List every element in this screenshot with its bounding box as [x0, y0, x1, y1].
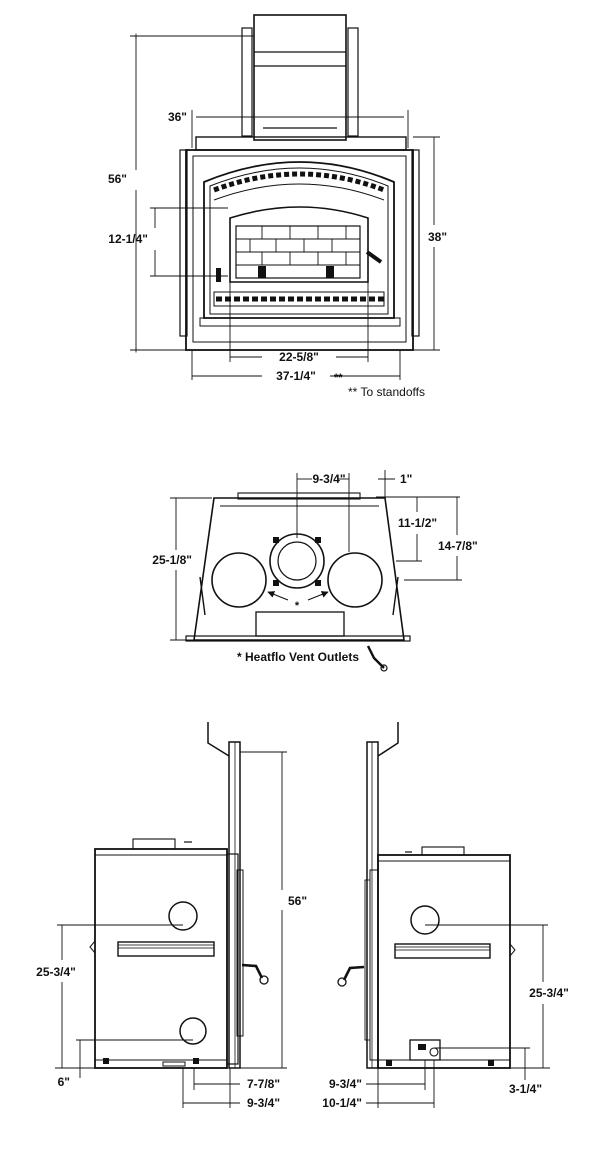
left-vent-lower: [179, 1017, 207, 1045]
front-dimensions: [130, 33, 440, 380]
front-standoff-note: ** To standoffs: [348, 385, 425, 399]
front-width-overall-label: 37-1/4": [276, 369, 316, 383]
top-depth-to-flue-label: 14-7/8": [438, 539, 478, 553]
left-height-overall-label: 56": [288, 894, 307, 908]
right-side-view: [337, 722, 516, 1069]
top-outlet-note: * Heatflo Vent Outlets: [237, 650, 359, 664]
right-flue: [366, 741, 379, 1069]
top-body: [193, 497, 405, 641]
left-depth-b-label: 9-3/4": [247, 1096, 280, 1110]
front-opening-width-label: 22-5/8": [279, 350, 319, 364]
front-opening: [229, 206, 369, 283]
right-body: [377, 854, 511, 1069]
front-top-width-label: 36": [168, 110, 187, 124]
left-dimensions: [55, 751, 287, 1108]
right-dimensions: [366, 924, 550, 1108]
front-body: [185, 149, 414, 351]
top-dimensions: [170, 470, 462, 641]
top-outlet-mark: *: [295, 600, 300, 612]
top-flue-offset-label: 9-3/4": [312, 472, 345, 486]
top-flue-to-back-label: 11-1/2": [398, 516, 437, 530]
front-view: [179, 14, 420, 351]
right-depth-a-label: 9-3/4": [329, 1077, 362, 1091]
left-body: [94, 848, 228, 1069]
front-flue: [253, 14, 347, 141]
front-width-overall-mark: **: [334, 372, 343, 384]
right-vent-upper: [410, 905, 440, 935]
front-door-frame: [203, 161, 395, 319]
top-view: [185, 492, 411, 672]
top-overall-depth-label: 25-1/8": [152, 553, 192, 567]
front-opening-height-label: 12-1/4": [108, 232, 148, 246]
left-depth-a-label: 7-7/8": [247, 1077, 280, 1091]
top-flue-collar-label: 1": [400, 472, 412, 486]
right-lower-height-label: 3-1/4": [509, 1082, 542, 1096]
front-height-overall-label: 56": [108, 172, 127, 186]
front-body-height-label: 38": [428, 230, 447, 244]
left-vent-upper: [168, 901, 198, 931]
right-vent-height-label: 25-3/4": [529, 986, 569, 1000]
right-depth-b-label: 10-1/4": [322, 1096, 362, 1110]
left-side-view: [89, 722, 269, 1069]
top-vent-outlet-right: [327, 552, 383, 608]
top-vent-outlet-left: [211, 552, 267, 608]
left-lower-height-label: 6": [58, 1075, 70, 1089]
left-vent-height-label: 25-3/4": [36, 965, 76, 979]
